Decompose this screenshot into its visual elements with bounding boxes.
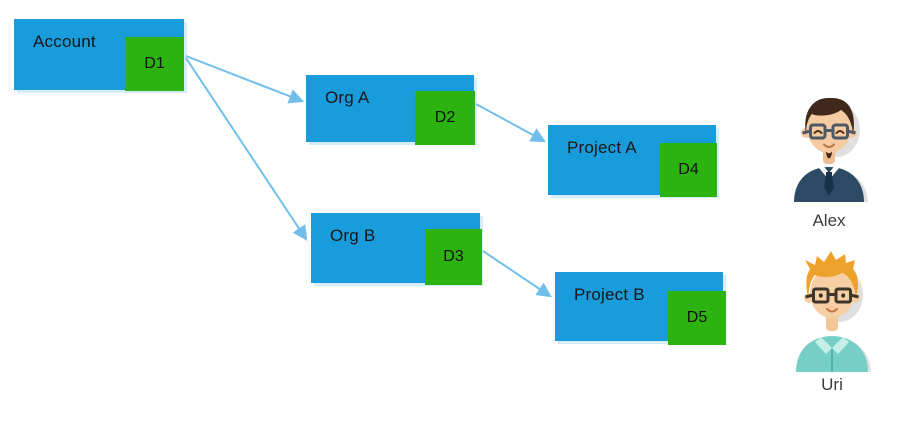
edge-account-org-a <box>185 55 305 104</box>
node-org-b-label: Org B <box>330 226 376 245</box>
token-d4: D4 <box>660 143 717 197</box>
glasses-icon <box>802 123 856 140</box>
user-name-uri: Uri <box>821 375 843 394</box>
token-d5: D5 <box>668 291 726 345</box>
closed-eyes <box>813 130 845 134</box>
avatar-alex <box>794 97 868 202</box>
edge-org-a-project-a <box>475 103 546 143</box>
smile <box>826 308 838 313</box>
token-d2-label: D2 <box>434 109 456 126</box>
collar-flap <box>815 337 832 354</box>
goatee <box>826 151 832 159</box>
collar-flap <box>832 337 849 354</box>
user-name-alex: Alex <box>812 211 846 230</box>
smile <box>823 143 835 148</box>
hair <box>805 251 858 298</box>
node-org-a-label: Org A <box>325 88 370 107</box>
token-d3: D3 <box>425 229 482 285</box>
token-d4-label: D4 <box>678 161 699 178</box>
face <box>807 103 851 153</box>
eye <box>841 293 846 298</box>
hair <box>805 97 854 135</box>
avatar-uri <box>796 251 871 372</box>
node-project-a-label: Project A <box>567 138 637 157</box>
token-d2: D2 <box>415 91 475 145</box>
token-d1-label: D1 <box>144 55 165 72</box>
token-d1: D1 <box>125 37 184 91</box>
glasses-icon <box>805 287 859 304</box>
eye <box>818 293 823 298</box>
edge-account-org-b <box>185 57 308 241</box>
shirt-collar <box>819 164 839 180</box>
token-d5-label: D5 <box>686 309 708 326</box>
token-d3-label: D3 <box>443 248 464 265</box>
node-project-b-label: Project B <box>574 285 645 304</box>
tie <box>824 172 834 196</box>
node-account-label: Account <box>33 32 96 51</box>
edge-org-b-project-b <box>482 250 552 298</box>
